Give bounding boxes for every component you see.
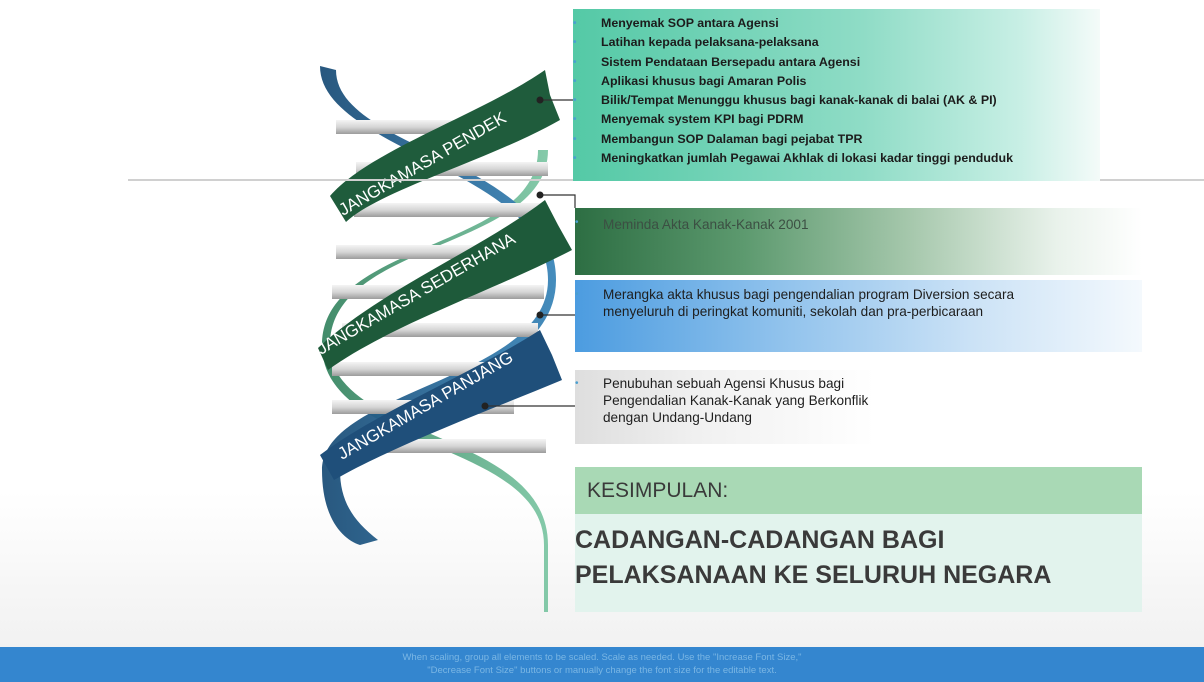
helix-strand-green [322,150,548,612]
long-term-box: Merangka akta khusus bagi pengendalian p… [575,280,1142,352]
conclusion-title-line1: CADANGAN-CADANGAN BAGI [575,526,945,554]
long-term-list: Merangka akta khusus bagi pengendalian p… [575,286,1142,320]
conclusion-label: KESIMPULAN: [575,467,1142,514]
medium-term-item: Meminda Akta Kanak-Kanak 2001 [575,217,1142,232]
connector-dot [536,96,544,104]
connector-dot [536,191,544,199]
short-term-item: Bilik/Tempat Menunggu khusus bagi kanak-… [573,91,1100,111]
short-term-item: Meningkatkan jumlah Pegawai Akhlak di lo… [573,149,1100,169]
medium-term-list: Meminda Akta Kanak-Kanak 2001 [575,217,1142,232]
medium-term-box: Meminda Akta Kanak-Kanak 2001 [575,208,1142,275]
connector-dot [536,311,544,319]
long-term-item: Merangka akta khusus bagi pengendalian p… [575,286,1045,320]
band-long-term [320,330,562,480]
short-term-item: Sistem Pendataan Bersepadu antara Agensi [573,53,1100,73]
short-term-item: Latihan kepada pelaksana-pelaksana [573,33,1100,53]
footer-line1: When scaling, group all elements to be s… [402,652,802,663]
band-medium-term [318,200,572,370]
short-term-item: Membangun SOP Dalaman bagi pejabat TPR [573,130,1100,150]
short-term-item: Menyemak system KPI bagi PDRM [573,110,1100,130]
short-term-item: Aplikasi khusus bagi Amaran Polis [573,72,1100,92]
connector-dot [481,402,489,410]
footer-line2: "Decrease Font Size" buttons or manually… [427,665,777,676]
connector-medium [540,194,576,208]
conclusion-title: CADANGAN-CADANGAN BAGI PELAKSANAAN KE SE… [575,514,1142,612]
agency-item: Penubuhan sebuah Agensi Khusus bagi Peng… [575,375,895,426]
conclusion-title-line2: PELAKSANAAN KE SELURUH NEGARA [575,561,1052,589]
agency-box: Penubuhan sebuah Agensi Khusus bagi Peng… [575,370,875,444]
short-term-list: Menyemak SOP antara Agensi Latihan kepad… [573,14,1100,169]
connectors [485,99,576,407]
short-term-box: Menyemak SOP antara Agensi Latihan kepad… [573,9,1100,181]
band-short-term [330,70,560,222]
footer-bar: When scaling, group all elements to be s… [0,647,1204,682]
short-term-item: Menyemak SOP antara Agensi [573,14,1100,34]
helix-rung [354,203,540,217]
agency-list: Penubuhan sebuah Agensi Khusus bagi Peng… [575,375,875,426]
